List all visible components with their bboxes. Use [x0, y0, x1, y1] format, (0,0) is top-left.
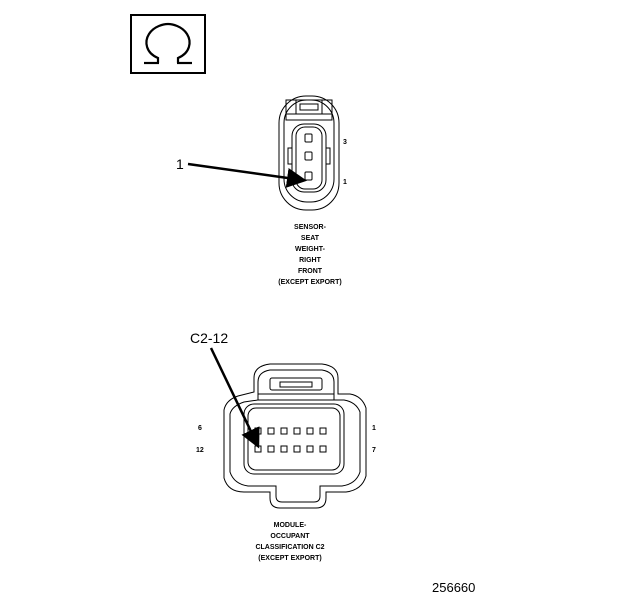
sensor-pin-label-top: 3: [343, 139, 347, 146]
figure-number: 256660: [432, 580, 476, 595]
sensor-callout-arrow: [187, 162, 307, 188]
sensor-caption-line: FRONT: [297, 268, 323, 275]
sensor-caption-line: (EXCEPT EXPORT): [278, 279, 342, 286]
module-pin-label-top-right: 1: [372, 425, 376, 432]
module-pin-label-bottom-left: 12: [196, 447, 204, 454]
module-caption-line: MODULE-: [273, 522, 307, 529]
module-caption-line: (EXCEPT EXPORT): [258, 555, 322, 562]
sensor-caption-line: SEAT: [300, 235, 320, 242]
sensor-callout-label: 1: [176, 156, 184, 172]
sensor-caption-line: RIGHT: [299, 257, 321, 264]
module-caption-line: CLASSIFICATION C2: [255, 544, 325, 551]
sensor-caption: SENSOR- SEAT WEIGHT- RIGHT FRONT (EXCEPT…: [250, 222, 370, 288]
module-caption-line: OCCUPANT: [270, 533, 310, 540]
module-pin-label-top-left: 6: [198, 425, 202, 432]
sensor-caption-line: WEIGHT-: [295, 246, 325, 253]
ohm-symbol-icon: [144, 22, 192, 65]
ohm-symbol-box: [130, 14, 206, 74]
module-callout-arrow: [209, 347, 260, 449]
sensor-caption-line: SENSOR-: [294, 224, 326, 231]
module-pin-label-bottom-right: 7: [372, 447, 376, 454]
sensor-connector: [278, 95, 340, 211]
module-pin-cavities: [254, 427, 327, 453]
module-caption: MODULE- OCCUPANT CLASSIFICATION C2 (EXCE…: [230, 520, 350, 564]
sensor-pin-label-bottom: 1: [343, 179, 347, 186]
module-connector: [223, 363, 367, 509]
module-callout-label: C2-12: [190, 330, 229, 346]
